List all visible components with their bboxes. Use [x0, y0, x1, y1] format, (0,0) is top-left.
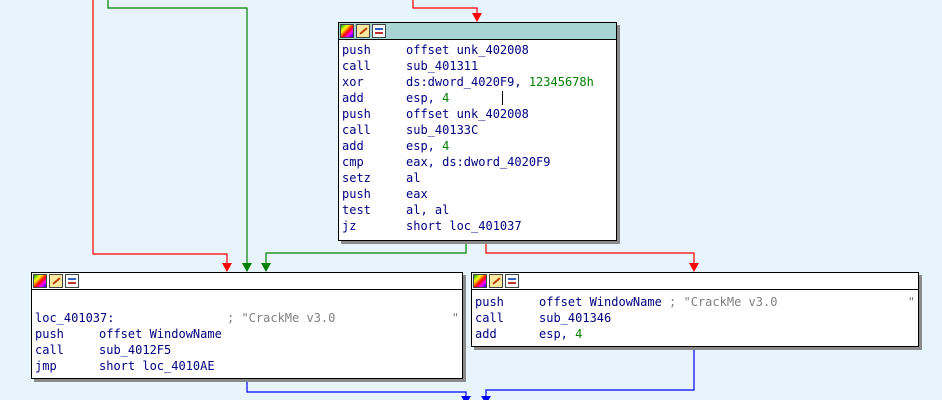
arrowhead-left-green-b: [261, 263, 271, 272]
text-cursor: [502, 91, 503, 105]
operands: short loc_401037: [406, 219, 522, 233]
mnemonic: call: [35, 343, 64, 357]
asm-line[interactable]: push offset unk_402008: [342, 106, 613, 122]
operands: offset unk_402008: [406, 107, 529, 121]
asm-line[interactable]: cmp eax, ds:dword_4020F9: [342, 154, 613, 170]
arrowhead-right-red: [689, 263, 699, 272]
edit-icon[interactable]: [356, 24, 370, 38]
operands: sub_40133C: [406, 123, 479, 137]
block-header: [472, 273, 918, 290]
block-header: [32, 273, 462, 290]
mnemonic: push: [342, 43, 371, 57]
mnemonic: push: [342, 107, 371, 121]
operands: esp,: [406, 91, 443, 105]
color-icon[interactable]: [340, 24, 354, 38]
string-comment: ; "CrackMe v3.0: [669, 295, 778, 309]
immediate-value: 4: [575, 327, 583, 341]
operands: al, al: [406, 203, 450, 217]
mnemonic: test: [342, 203, 371, 217]
code-block-right[interactable]: push offset WindowName ; "CrackMe v3.0 " c…: [471, 272, 919, 347]
label-line[interactable]: loc_401037: ; "CrackMe v3.0 ": [35, 310, 459, 326]
operands: eax, ds:dword_4020F9: [406, 155, 551, 169]
string-comment-end: ": [451, 311, 459, 325]
asm-line[interactable]: push eax: [342, 186, 613, 202]
asm-line[interactable]: setz al: [342, 170, 613, 186]
mnemonic: jz: [342, 219, 357, 233]
edge-jz-taken: [265, 240, 467, 265]
mnemonic: call: [342, 59, 371, 73]
asm-line[interactable]: call sub_40133C: [342, 122, 613, 138]
immediate-value: 4: [442, 139, 450, 153]
operands: eax: [406, 187, 428, 201]
operands: sub_401346: [539, 311, 612, 325]
mnemonic: add: [342, 139, 364, 153]
asm-line[interactable]: call sub_4012F5: [35, 342, 459, 358]
blank-line: [35, 294, 459, 310]
operands: esp,: [539, 327, 576, 341]
mnemonic: call: [342, 123, 371, 137]
operands: short loc_4010AE: [99, 359, 215, 373]
graph-icon[interactable]: [505, 274, 519, 288]
edit-icon[interactable]: [489, 274, 503, 288]
mnemonic: push: [475, 295, 504, 309]
operands: sub_4012F5: [99, 343, 172, 357]
asm-line[interactable]: push offset unk_402008: [342, 42, 613, 58]
asm-line[interactable]: jmp short loc_4010AE: [35, 358, 459, 374]
operands: sub_401311: [406, 59, 479, 73]
arrowhead-left-green-a: [242, 263, 252, 272]
string-comment-end: ": [907, 295, 915, 309]
block-body: loc_401037: ; "CrackMe v3.0 " push offset W…: [32, 290, 462, 376]
immediate-value: 4: [442, 91, 450, 105]
edit-icon[interactable]: [49, 274, 63, 288]
graph-icon[interactable]: [65, 274, 79, 288]
location-label: loc_401037:: [35, 311, 115, 325]
operands: al: [406, 171, 421, 185]
block-header: [339, 23, 616, 40]
arrowhead-bottom-right: [481, 396, 491, 400]
mnemonic: push: [342, 187, 371, 201]
mnemonic: cmp: [342, 155, 364, 169]
graph-icon[interactable]: [372, 24, 386, 38]
arrowhead-bottom-left: [461, 396, 471, 400]
color-icon[interactable]: [33, 274, 47, 288]
block-body: push offset WindowName ; "CrackMe v3.0 " c…: [472, 290, 918, 344]
operands: esp,: [406, 139, 443, 153]
string-comment: ; "CrackMe v3.0: [227, 311, 336, 325]
immediate-value: 12345678h: [528, 75, 594, 89]
edge-blue-from-right-block: [485, 346, 695, 400]
asm-line[interactable]: add esp, 4: [342, 90, 613, 106]
edge-into-main-block: [412, 0, 478, 20]
mnemonic: add: [475, 327, 497, 341]
asm-line[interactable]: add esp, 4: [342, 138, 613, 154]
operands: offset WindowName: [539, 295, 670, 309]
edge-jz-not-taken: [485, 240, 695, 265]
edge-blue-from-left-block: [246, 378, 467, 400]
code-block-main[interactable]: push offset unk_402008 call sub_401311 xor…: [338, 22, 617, 241]
arrowhead-main-block: [472, 13, 482, 22]
operands: offset WindowName: [99, 327, 222, 341]
asm-line[interactable]: add esp, 4: [475, 326, 915, 342]
edge-red-into-left-block: [92, 0, 228, 265]
asm-line[interactable]: push offset WindowName: [35, 326, 459, 342]
color-icon[interactable]: [473, 274, 487, 288]
block-body: push offset unk_402008 call sub_401311 xor…: [339, 40, 616, 236]
asm-line[interactable]: xor ds:dword_4020F9, 12345678h: [342, 74, 613, 90]
asm-line[interactable]: jz short loc_401037: [342, 218, 613, 234]
mnemonic: setz: [342, 171, 371, 185]
mnemonic: call: [475, 311, 504, 325]
operands: ds:dword_4020F9,: [406, 75, 529, 89]
asm-line[interactable]: test al, al: [342, 202, 613, 218]
mnemonic: push: [35, 327, 64, 341]
mnemonic: xor: [342, 75, 364, 89]
edge-green-into-left-block: [107, 0, 248, 265]
arrowhead-left-red: [222, 263, 232, 272]
code-block-loc-401037[interactable]: loc_401037: ; "CrackMe v3.0 " push offset W…: [31, 272, 463, 379]
asm-line[interactable]: call sub_401346: [475, 310, 915, 326]
mnemonic: add: [342, 91, 364, 105]
asm-line[interactable]: call sub_401311: [342, 58, 613, 74]
operands: offset unk_402008: [406, 43, 529, 57]
mnemonic: jmp: [35, 359, 57, 373]
asm-line[interactable]: push offset WindowName ; "CrackMe v3.0 ": [475, 294, 915, 310]
